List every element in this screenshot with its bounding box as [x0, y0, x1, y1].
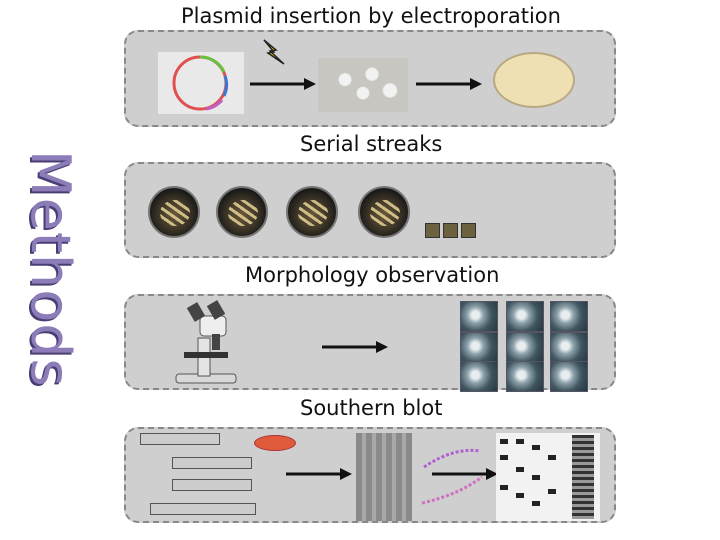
- dna-fragment-icon: [140, 433, 220, 445]
- dna-fragment-icon: [172, 457, 252, 469]
- colony-image-icon: [550, 301, 588, 332]
- streak-plate-icon: [216, 186, 268, 238]
- dna-fragment-icon: [172, 479, 252, 491]
- colony-image-icon: [460, 361, 498, 392]
- arrow-1: [250, 77, 316, 90]
- colony-image-icon: [460, 301, 498, 332]
- streak-plate-icon: [286, 186, 338, 238]
- side-title-text: Methods: [19, 150, 82, 388]
- colony-image-icon: [506, 301, 544, 332]
- gel-icon: [356, 433, 412, 521]
- dna-fragment-icon: [150, 503, 256, 515]
- arrow-5: [432, 467, 498, 480]
- blot-image-icon: [496, 433, 600, 521]
- colony-image-icon: [506, 361, 544, 392]
- streak-plate-small-icon: [443, 223, 458, 238]
- side-title-methods: Methods: [19, 150, 82, 400]
- section-title-southern-blot: Southern blot: [296, 396, 447, 420]
- section-title-electroporation: Plasmid insertion by electroporation: [177, 4, 565, 28]
- probe-ellipse-icon: [254, 435, 296, 451]
- colony-image-icon: [550, 332, 588, 363]
- streak-plate-icon: [148, 186, 200, 238]
- cell-culture-icon: [318, 58, 408, 112]
- panel-electroporation: [124, 30, 616, 127]
- section-title-serial-streaks: Serial streaks: [296, 132, 447, 156]
- lightning-icon: [260, 38, 286, 71]
- streak-plate-small-icon: [425, 223, 440, 238]
- microscope-icon: [170, 300, 250, 391]
- panel-southern-blot: [124, 427, 616, 523]
- probe-sequence-icon: [418, 437, 488, 512]
- arrow-2: [416, 77, 482, 90]
- arrow-4: [286, 467, 352, 480]
- panel-morphology: [124, 294, 616, 392]
- panel-serial-streaks: [124, 162, 616, 258]
- streak-plate-icon: [358, 186, 410, 238]
- agar-plate-icon: [493, 52, 575, 108]
- colony-image-icon: [460, 332, 498, 363]
- arrow-3: [322, 340, 388, 353]
- streak-plate-small-icon: [461, 223, 476, 238]
- colony-image-icon: [550, 361, 588, 392]
- colony-image-icon: [506, 332, 544, 363]
- plasmid-icon: [158, 52, 244, 114]
- section-title-morphology: Morphology observation: [241, 263, 504, 287]
